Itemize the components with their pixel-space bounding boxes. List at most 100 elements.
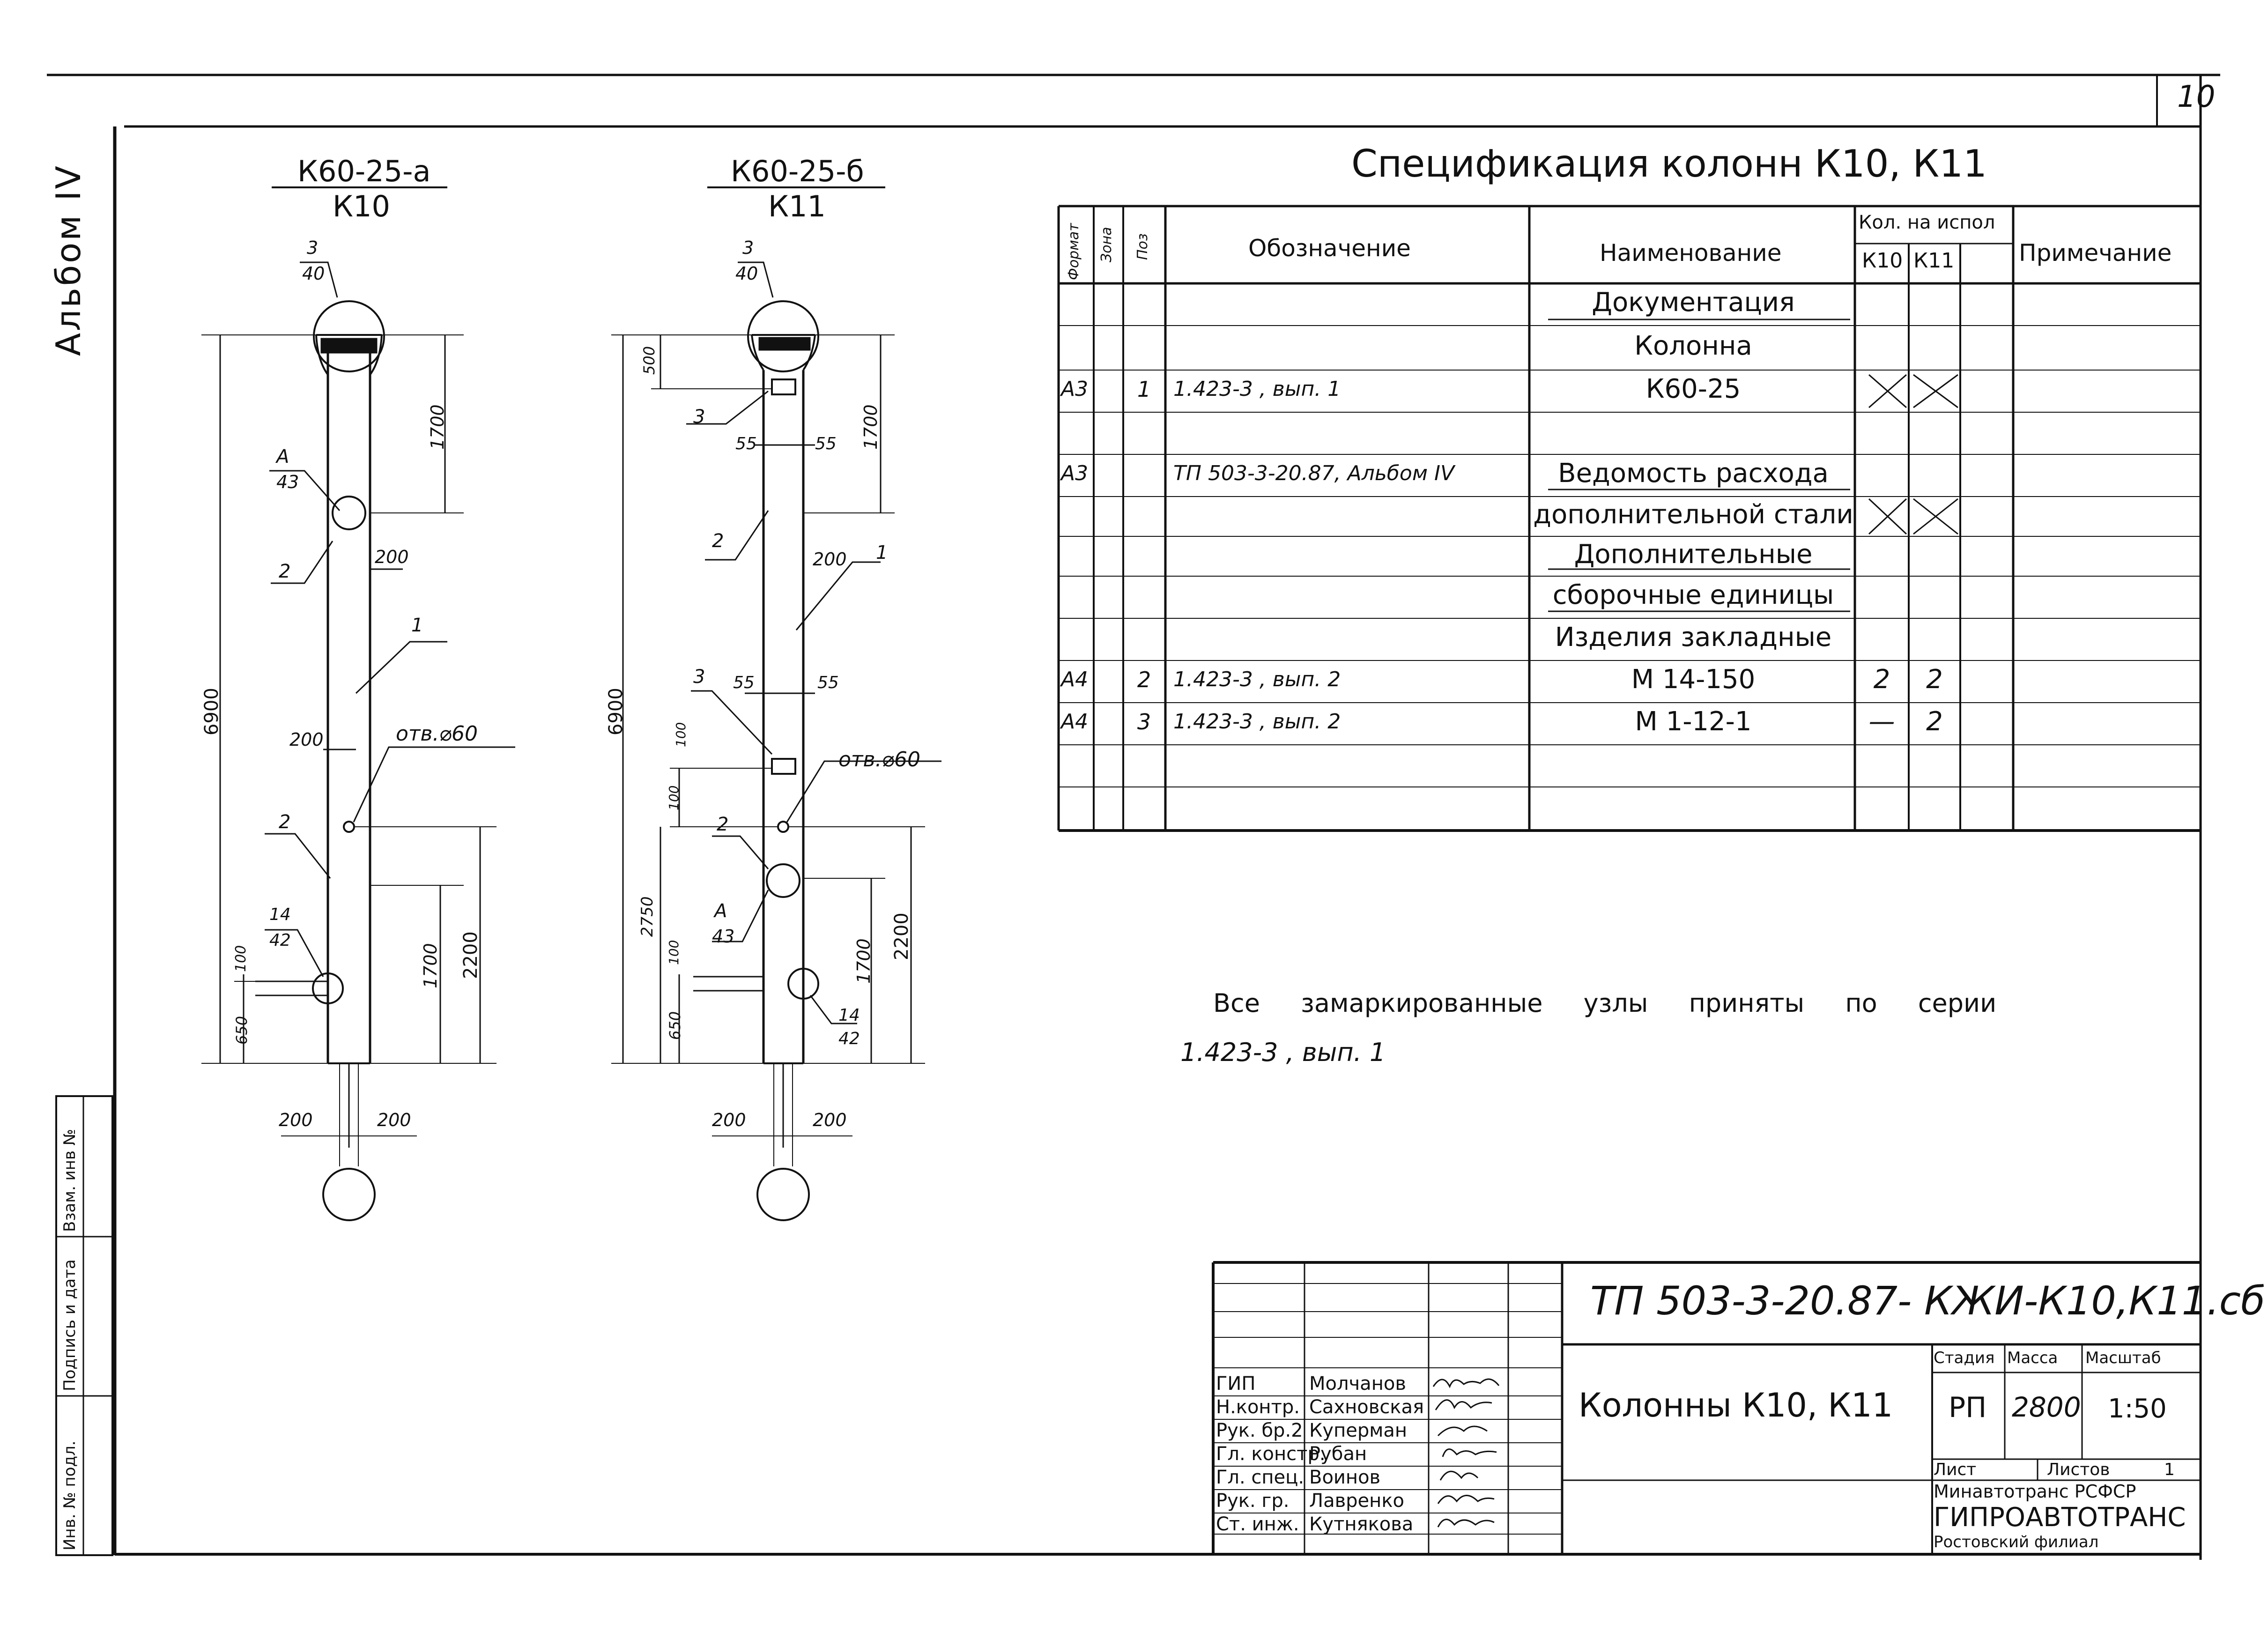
k10-dim-200-a: 200 [375,547,409,567]
k11-node-top-number: 3 [742,237,754,258]
spec-cell-designation: ТП 503-3-20.87, Альбом IV [1173,461,1455,485]
k10-dim-200-right: 200 [377,1110,411,1130]
stamp-org-line-1: Минавтотранс РСФСР [1934,1481,2136,1502]
spec-cell-designation: 1.423-3 , вып. 1 [1173,377,1341,401]
stamp-person-role: Гл. констр. [1216,1443,1326,1465]
k11-dim-2200: 2200 [891,912,912,960]
spec-cell-k10: 2 [1873,664,1890,695]
stamp-person-name: Воинов [1309,1467,1381,1488]
stamp-person-role: Ст. инж. [1216,1513,1299,1535]
k11-pos-2-upper: 2 [712,530,724,552]
k10-dim-2200: 2200 [460,931,482,979]
k11-hole [777,821,789,833]
k10-node-top-sheet: 40 [302,263,325,284]
k11-dim-6900: 6900 [605,688,627,735]
stamp-person-name: Сахновская [1309,1396,1424,1418]
k11-title-bottom: К11 [768,189,826,223]
k10-node-top-number: 3 [307,237,319,258]
stamp-mass-label: Масса [2007,1349,2058,1367]
signature-4 [1442,1448,1497,1457]
k11-insert-lower [771,758,796,775]
k11-pos-1: 1 [876,542,888,564]
stamp-doc-code: ТП 503-3-20.87- КЖИ-К10,К11.сб [1590,1278,2265,1324]
k11-dim-200-right: 200 [813,1110,847,1130]
k11-node-14-circle [787,968,819,1000]
k11-dim-55-l1: 55 [735,434,757,453]
spec-cell-name: Колонна [1634,330,1752,361]
k11-insert-upper [771,378,796,395]
k10-node-a-sheet: 43 [276,472,299,492]
stamp-stage: РП [1949,1391,1987,1424]
k10-title-bottom: К10 [333,189,390,223]
side-stamp-inv-label: Инв. № подл. [60,1440,79,1550]
stamp-mass: 2800 [2012,1391,2081,1423]
spec-header-designation: Обозначение [1248,235,1411,262]
title-block-grid [1212,1261,2201,1555]
stamp-drawing-title: Колонны К10, К11 [1579,1386,1893,1424]
general-note-line-1: Все замаркированные узлы приняты по сери… [1213,988,1997,1018]
k11-node-top-sheet: 40 [735,263,758,284]
k11-dim-100-b: 100 [666,785,682,810]
k11-dim-100-c: 100 [666,940,682,965]
signature-6 [1437,1495,1495,1504]
signature-1 [1432,1378,1500,1388]
spec-cell-designation: 1.423-3 , вып. 2 [1173,668,1341,691]
spec-header-qty-k10: К10 [1862,249,1903,273]
k10-node-14-number: 14 [269,905,291,924]
spec-header-zone: Зона [1098,227,1115,262]
stamp-person-role: Н.контр. [1216,1396,1300,1418]
k10-title-top: К60-25-а [297,154,431,188]
k11-pos-2-lower: 2 [717,814,729,835]
general-note-line-2: 1.423-3 , вып. 1 [1180,1038,1386,1067]
k10-dim-1700-bottom: 1700 [420,943,441,988]
signature-7 [1437,1519,1495,1528]
stamp-person-role: Рук. бр.2 [1216,1420,1303,1441]
stamp-person-name: Куперман [1309,1420,1408,1441]
spec-cell-k11: 2 [1926,706,1943,737]
signatures [1432,1378,1500,1528]
k11-hole-label: отв.⌀60 [838,748,920,771]
k10-axis-marker [322,1168,376,1221]
spec-cell-name: К60-25 [1645,374,1741,404]
k10-top-embedded-plate [320,338,378,354]
signature-5 [1439,1470,1479,1481]
k10-node-14-circle [312,972,344,1004]
spec-cell-format: А4 [1061,710,1089,734]
spec-cell-name: Изделия закладные [1555,622,1832,653]
stamp-person-name: Рубан [1309,1443,1367,1465]
column-k11-drawing [611,186,941,1221]
spec-header-note: Примечание [2019,239,2172,267]
k11-dim-55-r1: 55 [815,434,837,453]
k10-dim-6900: 6900 [201,688,222,735]
spec-cell-name: Ведомость расхода [1558,458,1829,489]
k10-dim-1700-top: 1700 [427,404,448,450]
k11-dim-1700-bottom: 1700 [853,938,874,984]
k10-pos-1: 1 [411,615,423,636]
spec-cell-k10: — [1868,706,1895,737]
spec-cell-name: дополнительной стали [1533,499,1853,530]
stamp-org-line-3: Ростовский филиал [1934,1533,2099,1551]
spec-header-qty-k11: К11 [1913,249,1955,273]
spec-cell-format: А3 [1061,461,1089,485]
stamp-person-role: ГИП [1216,1373,1256,1395]
k11-dim-1700-top: 1700 [860,404,881,450]
spec-table-grid [1057,205,2201,832]
spec-cell-name: Документация [1592,287,1795,318]
k11-dim-650: 650 [666,1011,684,1040]
spec-cell-designation: 1.423-3 , вып. 2 [1173,710,1341,734]
spec-header-format: Формат [1066,223,1082,280]
spec-cell-pos: 1 [1137,377,1151,402]
k11-axis-marker [756,1168,810,1221]
side-stamp-frame [55,1095,113,1556]
stamp-person-name: Молчанов [1309,1373,1406,1395]
stamp-org-line-2: ГИПРОАВТОТРАНС [1934,1502,2186,1533]
signature-2 [1435,1399,1492,1410]
k11-top-embedded-plate [758,337,811,351]
k11-dim-500: 500 [640,346,658,375]
stamp-person-name: Лавренко [1309,1490,1404,1512]
k10-hole [343,821,355,833]
stamp-person-name: Кутнякова [1309,1513,1414,1535]
k11-dim-200: 200 [813,549,847,570]
k10-dim-200-b: 200 [289,729,324,750]
